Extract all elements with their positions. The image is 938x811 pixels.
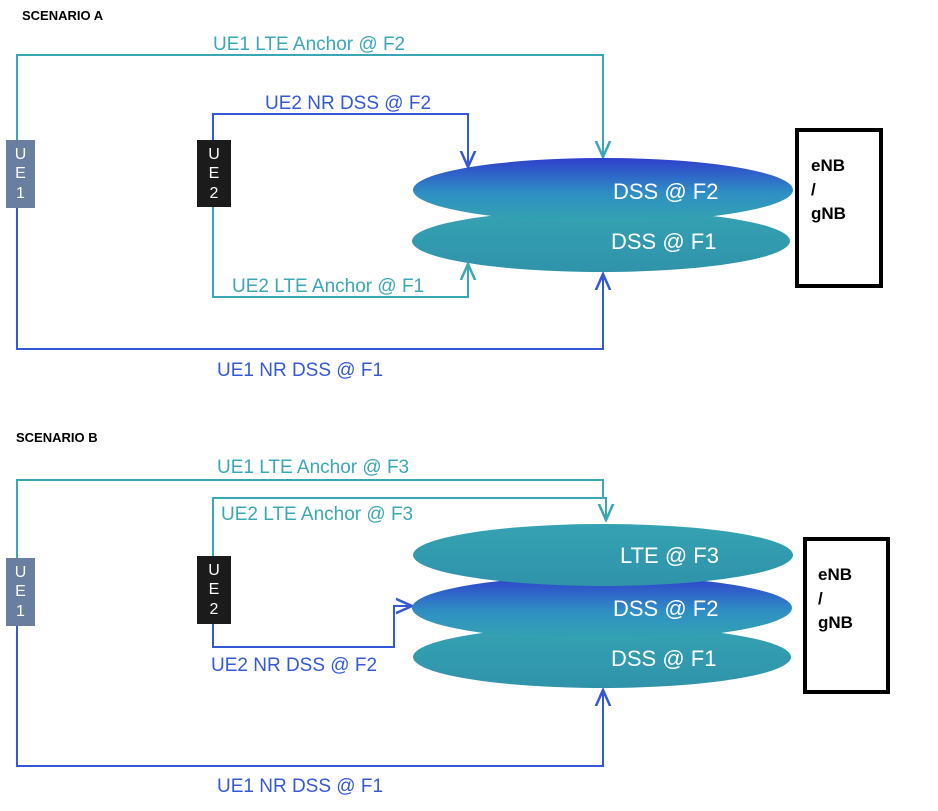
ue2-char-a-2: 2 bbox=[210, 185, 219, 202]
ue2-box-a: U E 2 bbox=[197, 140, 231, 207]
ue2-char-b-0: U bbox=[208, 562, 220, 579]
ue1-char-b-1: E bbox=[15, 583, 26, 600]
ue1-box-a: U E 1 bbox=[6, 140, 35, 208]
scenario-b-title: SCENARIO B bbox=[16, 430, 98, 445]
ue2-box-b: U E 2 bbox=[197, 556, 231, 624]
ue1-nr-label-a: UE1 NR DSS @ F1 bbox=[217, 360, 383, 381]
ue1-lte-link-b bbox=[16, 479, 604, 558]
ue2-lte-label-b: UE2 LTE Anchor @ F3 bbox=[221, 504, 413, 525]
node-line2-b: / bbox=[818, 589, 823, 608]
ue1-nr-label-b: UE1 NR DSS @ F1 bbox=[217, 776, 383, 797]
ue2-nr-link-a bbox=[212, 113, 468, 167]
carrier-dss-f1-label-b: DSS @ F1 bbox=[611, 646, 716, 671]
ue1-box-b: U E 1 bbox=[6, 558, 35, 626]
node-line3-a: gNB bbox=[811, 204, 846, 223]
ue2-lte-link-a bbox=[212, 207, 468, 298]
ue2-lte-label-a: UE2 LTE Anchor @ F1 bbox=[232, 276, 424, 297]
ue1-lte-link-a bbox=[16, 54, 603, 157]
ue1-nr-link-a bbox=[16, 208, 603, 350]
ue1-char-a-1: E bbox=[15, 165, 26, 182]
enb-gnb-node-b: eNB / gNB bbox=[803, 537, 890, 694]
enb-gnb-node-a: eNB / gNB bbox=[795, 128, 883, 288]
ue2-char-a-0: U bbox=[208, 146, 220, 163]
ue2-char-b-1: E bbox=[209, 581, 220, 598]
ue2-nr-label-b: UE2 NR DSS @ F2 bbox=[211, 655, 377, 676]
carrier-dss-f1-ellipse-b bbox=[413, 626, 791, 688]
carrier-dss-f1-ellipse-a bbox=[412, 210, 790, 272]
ue1-char-b-2: 1 bbox=[16, 603, 25, 620]
ue1-char-a-0: U bbox=[15, 146, 27, 163]
node-line3-b: gNB bbox=[818, 613, 853, 632]
scenario-b: SCENARIO B UE1 LTE Anchor @ F3 UE2 LTE A… bbox=[6, 430, 890, 797]
node-line2-a: / bbox=[811, 180, 816, 199]
node-line1-b: eNB bbox=[818, 565, 852, 584]
ue2-char-b-2: 2 bbox=[210, 601, 219, 618]
carrier-lte-f3-ellipse-b bbox=[413, 524, 793, 586]
ue1-char-a-2: 1 bbox=[16, 185, 25, 202]
ue1-char-b-0: U bbox=[15, 564, 27, 581]
carrier-lte-f3-label-b: LTE @ F3 bbox=[620, 543, 719, 568]
scenario-a: SCENARIO A UE1 LTE Anchor @ F2 UE2 NR DS… bbox=[6, 8, 883, 381]
carrier-dss-f2-label-a: DSS @ F2 bbox=[613, 179, 718, 204]
carrier-dss-f2-ellipse-b bbox=[412, 576, 792, 640]
carrier-dss-f1-label-a: DSS @ F1 bbox=[611, 229, 716, 254]
ue2-nr-label-a: UE2 NR DSS @ F2 bbox=[265, 93, 431, 114]
scenario-a-title: SCENARIO A bbox=[22, 8, 104, 23]
ue2-lte-link-b bbox=[212, 497, 606, 556]
ue2-char-a-1: E bbox=[209, 165, 220, 182]
carrier-dss-f2-ellipse-a bbox=[413, 158, 793, 222]
ue2-nr-link-b bbox=[212, 606, 412, 648]
carrier-dss-f2-label-b: DSS @ F2 bbox=[613, 596, 718, 621]
node-line1-a: eNB bbox=[811, 156, 845, 175]
ue1-lte-label-a: UE1 LTE Anchor @ F2 bbox=[213, 34, 405, 55]
ue1-nr-link-b bbox=[16, 626, 603, 767]
ue1-lte-label-b: UE1 LTE Anchor @ F3 bbox=[217, 457, 409, 478]
